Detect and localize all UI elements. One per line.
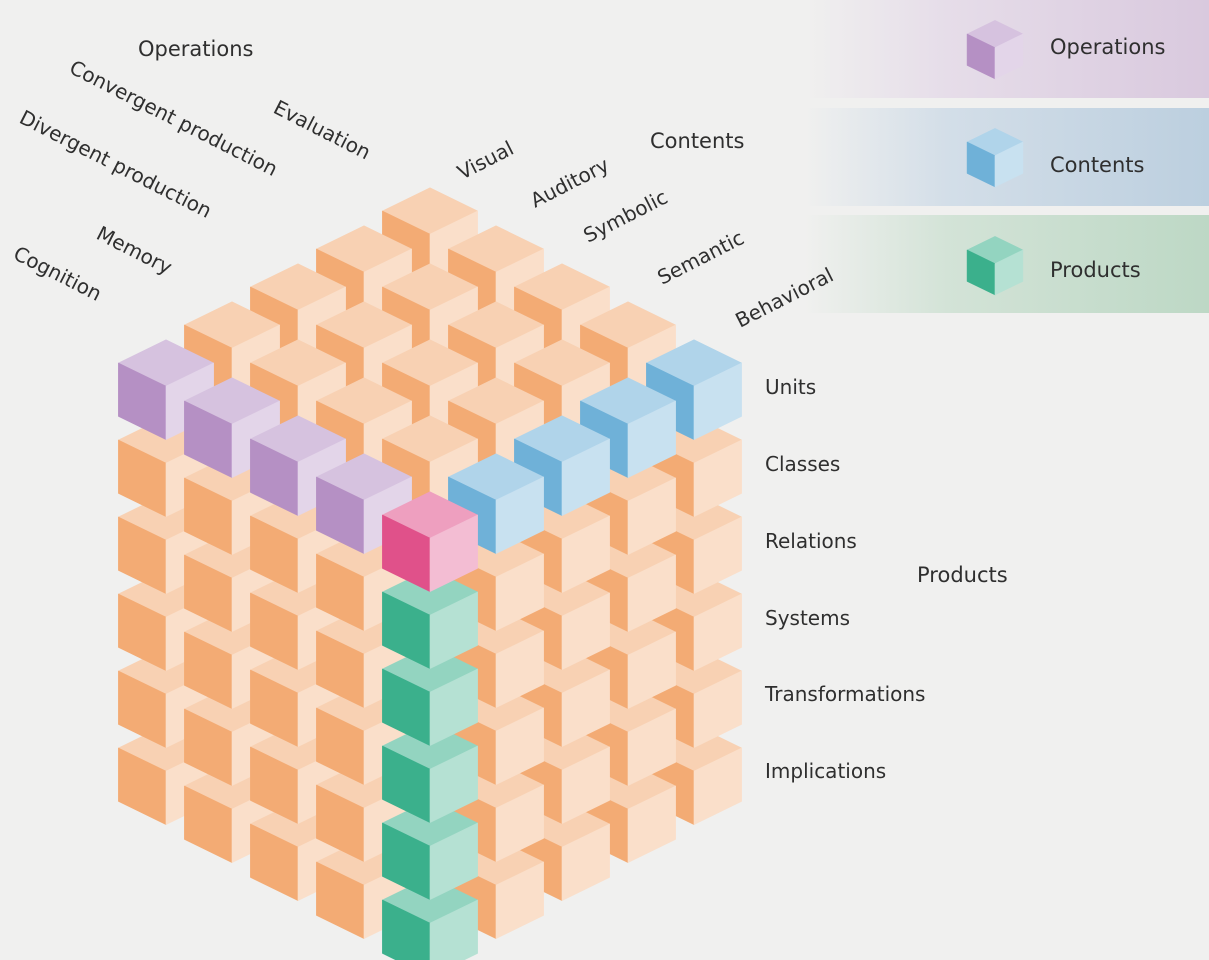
legend-label-operations: Operations — [1050, 35, 1165, 59]
product-label-units: Units — [765, 375, 816, 399]
operations-axis-heading: Operations — [138, 37, 253, 61]
content-label-auditory: Auditory — [526, 153, 613, 213]
product-label-transformations: Transformations — [764, 682, 925, 706]
legend-cube-products — [966, 236, 1024, 296]
cube-cognition-visual-transformations — [382, 799, 478, 900]
legend-contents-cube-icon — [966, 128, 1024, 188]
contents-axis-heading: Contents — [650, 129, 744, 153]
operation-label-evaluation: Evaluation — [270, 95, 375, 164]
product-label-implications: Implications — [765, 759, 886, 783]
product-label-classes: Classes — [765, 452, 840, 476]
operation-label-cognition: Cognition — [10, 241, 106, 306]
product-label-systems: Systems — [765, 606, 850, 630]
cube-cognition-visual-classes — [382, 568, 478, 669]
legend-operations-cube-icon — [966, 20, 1024, 80]
legend: Operations Contents Products — [805, 0, 1209, 313]
products-axis-heading: Products — [917, 563, 1008, 587]
cube-cognition-visual-units — [382, 491, 478, 592]
cube-cognition-visual-implications — [382, 876, 478, 960]
product-label-relations: Relations — [765, 529, 857, 553]
legend-label-products: Products — [1050, 258, 1141, 282]
legend-label-contents: Contents — [1050, 153, 1144, 177]
legend-cube-operations — [966, 20, 1024, 80]
cube-cognition-visual-relations — [382, 645, 478, 746]
operation-label-memory: Memory — [93, 221, 177, 279]
cube-lattice — [118, 187, 742, 960]
cube-cognition-visual-systems — [382, 722, 478, 823]
content-label-visual: Visual — [453, 136, 517, 184]
content-label-semantic: Semantic — [653, 225, 747, 289]
content-label-symbolic: Symbolic — [579, 185, 671, 248]
legend-cube-contents — [966, 128, 1024, 188]
legend-products-cube-icon — [966, 236, 1024, 296]
